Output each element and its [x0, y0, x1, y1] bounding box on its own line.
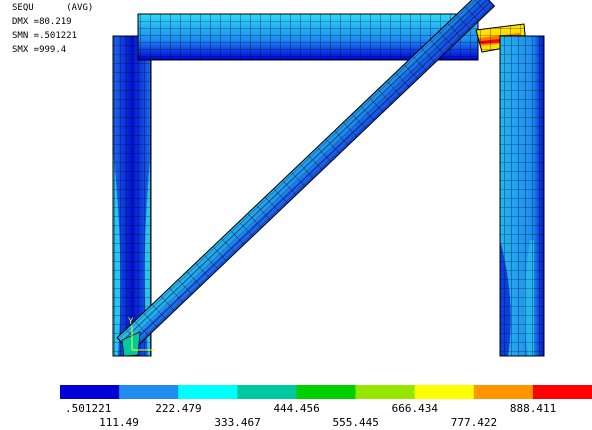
colorbar-tick-label: 111.49	[99, 416, 139, 429]
contour-colorbar	[60, 385, 592, 399]
result-label: SEQU	[12, 3, 34, 13]
colorbar-swatch	[473, 385, 534, 399]
colorbar-tick-label: 444.456	[273, 402, 320, 415]
dmx-readout: DMX =80.219	[12, 17, 72, 27]
triad-x-label: X	[154, 345, 160, 355]
triad-y-label: Y	[128, 317, 134, 327]
colorbar-swatch	[296, 385, 357, 399]
colorbar-tick-label: 666.434	[391, 402, 439, 415]
colorbar-swatch	[60, 385, 120, 399]
colorbar-swatch	[237, 385, 297, 399]
coordinate-triad: Y X	[128, 317, 160, 355]
diagonal-brace	[116, 0, 496, 357]
right-column	[499, 35, 545, 357]
colorbar-tick-label: 222.479	[155, 402, 202, 415]
left-column	[112, 35, 152, 357]
colorbar-swatch	[414, 385, 475, 399]
colorbar-swatch	[178, 385, 238, 399]
colorbar-swatch	[532, 385, 592, 399]
colorbar-tick-label: 555.445	[332, 416, 379, 429]
smn-readout: SMN =.501221	[12, 31, 78, 41]
colorbar-swatch	[119, 385, 179, 399]
colorbar-tick-label: 777.422	[450, 416, 498, 429]
colorbar-swatch	[355, 385, 416, 399]
colorbar-tick-label: 888.411	[509, 402, 557, 415]
smx-readout: SMX =999.4	[12, 45, 67, 55]
result-header: SEQU (AVG)	[12, 3, 93, 14]
colorbar-tick-label: 333.467	[214, 416, 261, 429]
avg-label: (AVG)	[66, 3, 94, 13]
colorbar-tick-label: .501221	[65, 402, 112, 415]
